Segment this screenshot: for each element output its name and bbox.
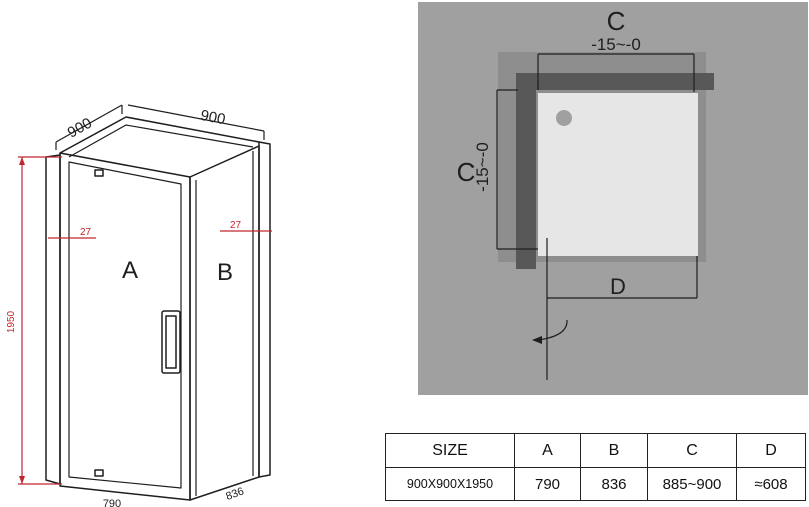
table-row: 900X900X1950 790 836 885~900 ≈608 <box>385 467 806 501</box>
header-size: SIZE <box>385 433 515 468</box>
side-wall <box>516 73 536 269</box>
width-left-dim-line <box>55 104 123 143</box>
cell-a: 790 <box>514 467 581 501</box>
width-left-label: 900 <box>65 115 95 142</box>
header-c: C <box>647 433 737 468</box>
width-right-dim-line <box>127 104 265 132</box>
cell-d: ≈608 <box>736 467 806 501</box>
plan-door-label: D <box>610 274 626 299</box>
panel-b-frame <box>189 145 260 501</box>
drain-icon <box>556 110 572 126</box>
plan-top-label: C <box>607 6 626 36</box>
height-label: 1950 <box>6 310 17 333</box>
top-hinge-icon <box>94 169 104 177</box>
left-wall-profile <box>45 154 61 485</box>
plan-top-range: -15~-0 <box>591 35 641 54</box>
door-handle-icon <box>161 310 181 374</box>
width-right-label: 900 <box>199 107 227 128</box>
bottom-a-label: 790 <box>103 498 121 507</box>
cell-size: 900X900X1950 <box>385 467 515 501</box>
right-wall-profile <box>258 141 271 478</box>
offset-right-label: 27 <box>230 220 242 231</box>
bottom-hinge-icon <box>94 469 104 477</box>
back-wall <box>518 73 714 90</box>
cell-c: 885~900 <box>647 467 737 501</box>
panel-a-frame <box>59 152 191 501</box>
enclosure-iso-drawing: 900 900 A B 790 836 1950 27 27 <box>6 104 272 507</box>
header-b: B <box>580 433 648 468</box>
header-a: A <box>514 433 581 468</box>
plan-side-label: C <box>457 157 476 187</box>
size-spec-table: SIZE A B C D 900X900X1950 790 836 885~90… <box>385 433 806 501</box>
plan-side-range: -15~-0 <box>473 142 492 192</box>
top-frame <box>59 116 260 154</box>
header-d: D <box>736 433 806 468</box>
bottom-b-label: 836 <box>224 485 245 503</box>
panel-a-label: A <box>122 257 138 284</box>
panel-a-glass <box>68 161 182 489</box>
cell-b: 836 <box>580 467 648 501</box>
plan-view-diagram: C -15~-0 C -15~-0 D <box>418 2 808 395</box>
panel-b-label: B <box>217 259 233 286</box>
door-swing-arrow-icon <box>537 319 568 341</box>
table-header-row: SIZE A B C D <box>385 433 806 468</box>
offset-left-label: 27 <box>80 227 92 238</box>
